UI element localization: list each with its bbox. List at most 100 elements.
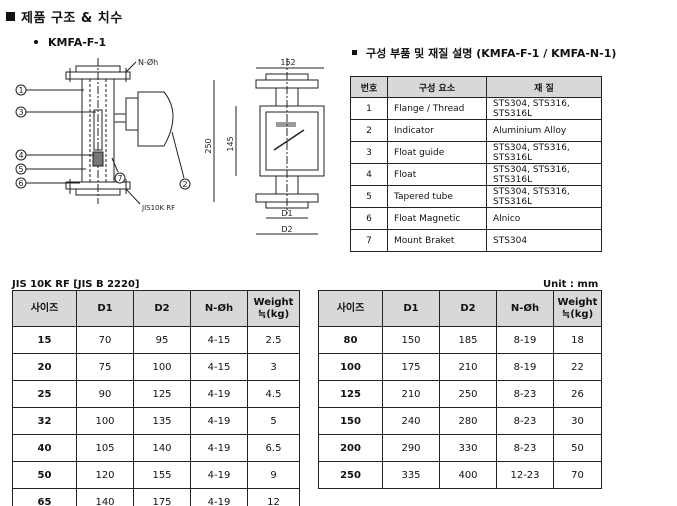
table-row: 2 Indicator Aluminium Alloy [350, 119, 602, 142]
callout-circle [15, 106, 27, 118]
callouts: 1 3 4 5 6 7 2 N-Øh JIS10K RF [15, 57, 191, 212]
callout-7: 7 [117, 174, 122, 183]
component-no: 6 [350, 207, 388, 230]
cell-size: 50 [12, 461, 77, 489]
cell-d1: 120 [76, 461, 134, 489]
cell-d2: 175 [133, 488, 191, 506]
cell-d1: 100 [76, 407, 134, 435]
cell-nh: 8-19 [496, 353, 554, 381]
cell-d1: 90 [76, 380, 134, 408]
cell-weight: 12 [247, 488, 300, 506]
cell-size: 80 [318, 326, 383, 354]
components-title: 구성 부품 및 재질 설명 (KMFA-F-1 / KMFA-N-1) [352, 45, 616, 61]
callout-circle [179, 178, 191, 190]
header-d2: D2 [439, 290, 497, 327]
cell-weight: 4.5 [247, 380, 300, 408]
cell-size: 150 [318, 407, 383, 435]
component-part: Flange / Thread [387, 97, 487, 120]
standard-label: JIS 10K RF [JIS B 2220] [12, 279, 140, 290]
callout-2: 2 [182, 180, 187, 189]
cell-d2: 330 [439, 434, 497, 462]
component-material: STS304 [486, 229, 602, 252]
header-weight: Weight≒(kg) [553, 290, 602, 327]
header-nh: N-Øh [496, 290, 554, 327]
bullet-icon [34, 40, 38, 44]
dimension-header-row: 사이즈 D1 D2 N-Øh Weight≒(kg) [318, 290, 602, 327]
table-row: 7 Mount Braket STS304 [350, 229, 602, 252]
component-no: 7 [350, 229, 388, 252]
callout-circle [15, 177, 27, 189]
header-d2: D2 [133, 290, 191, 327]
weight-label: Weight [557, 296, 598, 308]
cell-size: 65 [12, 488, 77, 506]
front-indicator-face [265, 111, 319, 171]
components-header-row: 번호 구성 요소 재 질 [350, 76, 602, 98]
callout-circle [114, 172, 126, 184]
weight-unit: ≒(kg) [257, 308, 290, 320]
table-row: 6 Float Magnetic Alnico [350, 207, 602, 230]
cell-weight: 5 [247, 407, 300, 435]
cell-size: 20 [12, 353, 77, 381]
component-no: 1 [350, 97, 388, 120]
cell-d2: 95 [133, 326, 191, 354]
cell-size: 40 [12, 434, 77, 462]
cell-nh: 4-19 [190, 461, 248, 489]
cell-d1: 75 [76, 353, 134, 381]
component-material: STS304, STS316, STS316L [486, 97, 602, 120]
cell-d2: 155 [133, 461, 191, 489]
side-view [65, 58, 174, 204]
d2-label: D2 [281, 225, 292, 234]
d1-label: D1 [281, 209, 292, 218]
cell-d1: 105 [76, 434, 134, 462]
header-material: 재 질 [486, 76, 602, 98]
component-part: Float Magnetic [387, 207, 487, 230]
header-d1: D1 [76, 290, 134, 327]
front-indicator-box [259, 105, 325, 177]
indicator-mount [125, 97, 139, 131]
component-material: STS304, STS316, STS316L [486, 163, 602, 186]
dimension-lines: 152 250 145 D1 D2 [204, 58, 324, 235]
cell-size: 25 [12, 380, 77, 408]
table-row: 4 Float STS304, STS316, STS316L [350, 163, 602, 186]
indicator-needle [273, 129, 305, 151]
callout-6: 6 [18, 179, 23, 188]
cell-weight: 9 [247, 461, 300, 489]
cell-weight: 18 [553, 326, 602, 354]
cell-d1: 335 [382, 461, 440, 489]
dim-145: 145 [226, 136, 235, 151]
square-bullet-icon [352, 50, 357, 55]
section-heading: 제품 구조 & 치수 [6, 7, 123, 26]
callout-circle [15, 84, 27, 96]
cell-nh: 4-15 [190, 353, 248, 381]
weight-label: Weight [253, 296, 294, 308]
cell-d2: 210 [439, 353, 497, 381]
component-no: 3 [350, 141, 388, 164]
cell-d2: 250 [439, 380, 497, 408]
cell-weight: 2.5 [247, 326, 300, 354]
cell-d1: 175 [382, 353, 440, 381]
header-size: 사이즈 [12, 290, 77, 327]
component-material: Alnico [486, 207, 602, 230]
dimension-header-row: 사이즈 D1 D2 N-Øh Weight≒(kg) [12, 290, 300, 327]
cell-d2: 185 [439, 326, 497, 354]
cell-size: 32 [12, 407, 77, 435]
model-label-text: KMFA-F-1 [48, 36, 107, 49]
cell-nh: 4-15 [190, 326, 248, 354]
cell-size: 125 [318, 380, 383, 408]
component-part: Float guide [387, 141, 487, 164]
cell-d1: 150 [382, 326, 440, 354]
cell-weight: 50 [553, 434, 602, 462]
callout-3: 3 [18, 108, 23, 117]
